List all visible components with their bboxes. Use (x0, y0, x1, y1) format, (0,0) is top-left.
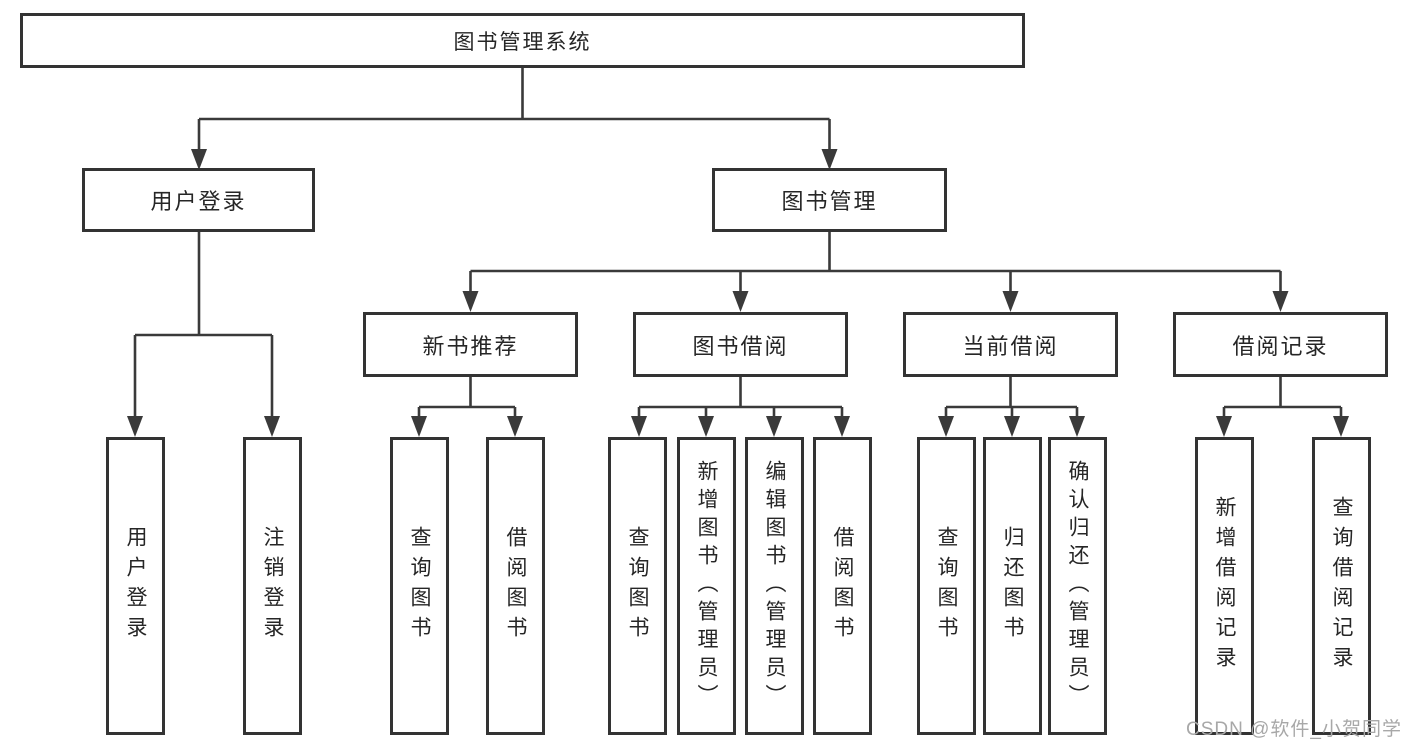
node-label: 用户登录 (124, 526, 147, 646)
leaf-user-login: 用户登录 (106, 437, 165, 735)
leaf-logout: 注销登录 (243, 437, 302, 735)
node-label: 当前借阅 (962, 333, 1059, 359)
leaf-add-book-admin: 新增图书（管理员） (677, 437, 736, 735)
node-label: 借阅图书 (831, 526, 854, 646)
csdn-watermark: CSDN @软件_小贺同学 (1186, 719, 1402, 740)
node-label: 新增图书（管理员） (695, 460, 718, 712)
node-label: 借阅记录 (1232, 333, 1329, 359)
node-label: 图书管理系统 (453, 30, 592, 54)
node-user-login: 用户登录 (82, 168, 315, 232)
leaf-query-books-current: 查询图书 (917, 437, 976, 735)
node-label: 查询借阅记录 (1330, 496, 1353, 676)
node-label: 图书管理 (781, 189, 878, 214)
node-label: 查询图书 (408, 526, 431, 646)
node-label: 编辑图书（管理员） (763, 460, 786, 712)
node-borrowing-records: 借阅记录 (1173, 312, 1388, 377)
node-label: 借阅图书 (504, 526, 527, 646)
node-label: 查询图书 (626, 526, 649, 646)
node-label: 查询图书 (935, 526, 958, 646)
arrowheads (127, 149, 1349, 437)
leaf-query-borrow-record: 查询借阅记录 (1312, 437, 1371, 735)
node-new-book-recommendation: 新书推荐 (363, 312, 578, 377)
node-label: 注销登录 (261, 526, 284, 646)
node-library-management-system: 图书管理系统 (20, 13, 1025, 68)
leaf-borrow-books-recommend: 借阅图书 (486, 437, 545, 735)
node-label: 用户登录 (150, 189, 247, 214)
leaf-edit-book-admin: 编辑图书（管理员） (745, 437, 804, 735)
leaf-add-borrow-record: 新增借阅记录 (1195, 437, 1254, 735)
node-label: 新书推荐 (422, 333, 519, 359)
leaf-borrow-books-borrowing: 借阅图书 (813, 437, 872, 735)
node-current-borrowing: 当前借阅 (903, 312, 1118, 377)
node-book-management: 图书管理 (712, 168, 947, 232)
node-book-borrowing: 图书借阅 (633, 312, 848, 377)
leaf-query-books-borrowing: 查询图书 (608, 437, 667, 735)
node-label: 确认归还（管理员） (1066, 460, 1089, 712)
leaf-confirm-return-admin: 确认归还（管理员） (1048, 437, 1107, 735)
leaf-query-books-recommend: 查询图书 (390, 437, 449, 735)
node-label: 图书借阅 (692, 333, 789, 359)
node-label: 归还图书 (1001, 526, 1024, 646)
node-label: 新增借阅记录 (1213, 496, 1236, 676)
leaf-return-books: 归还图书 (983, 437, 1042, 735)
